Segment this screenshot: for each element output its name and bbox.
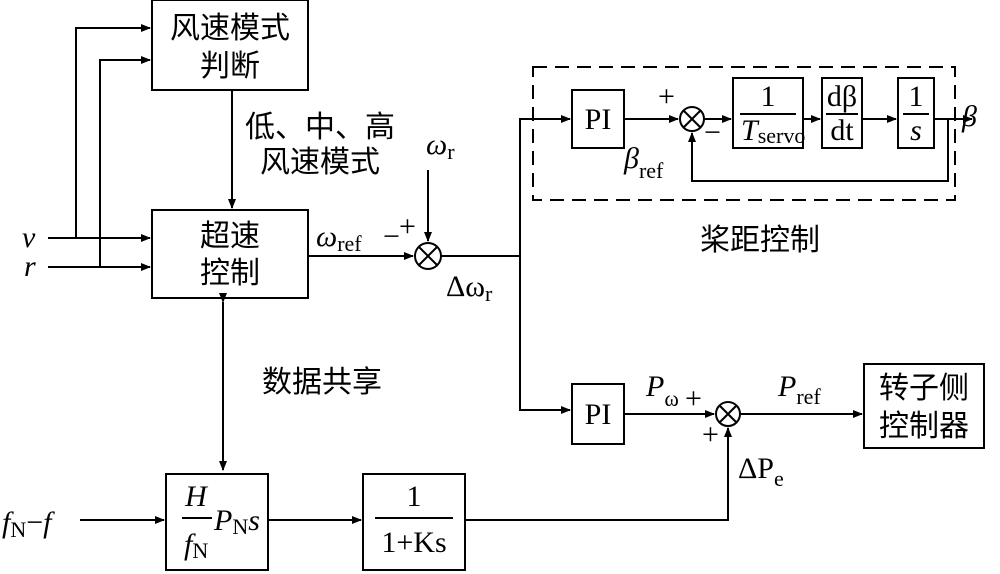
delta-pe-label: ΔPe (738, 452, 784, 491)
wind-mode-label-1: 风速模式 (170, 11, 290, 46)
deriv-den: dt (830, 114, 854, 147)
integrator-num: 1 (909, 80, 924, 113)
rotor-ctrl-label-1: 转子侧 (879, 371, 969, 406)
rotor-side-controller-block: 转子侧 控制器 (863, 363, 985, 449)
pi-pitch-block: PI (571, 89, 625, 149)
p-ref-label: Pref (777, 370, 821, 409)
inertia-num: H (184, 480, 209, 513)
summer-pitch (679, 106, 705, 132)
pitch-control-frame (532, 66, 956, 201)
plus-speed: + (399, 210, 416, 243)
v-to-mode-line (75, 24, 151, 238)
integrator-block: 1 s (897, 77, 935, 149)
deriv-num: dβ (827, 80, 857, 113)
to-pi-pitch-line (519, 115, 571, 410)
summer-speed (414, 242, 442, 270)
mode-label-1: 低、中、高 (245, 110, 395, 145)
pitch-feedback-line (688, 119, 949, 182)
inertia-block: H fN PNs (165, 473, 269, 571)
omega-r-label: ωr (426, 128, 455, 164)
wind-mode-label-2: 判断 (200, 49, 260, 84)
to-pi-power-line (519, 256, 571, 414)
pi-power-label: PI (585, 398, 612, 431)
r-label: r (24, 250, 36, 283)
overspeed-label-1: 超速 (200, 219, 260, 254)
lowpass-num: 1 (407, 480, 422, 513)
pitch-control-title: 桨距控制 (700, 223, 820, 258)
derivative-block: dβ dt (821, 77, 863, 149)
pi-pitch-label: PI (585, 103, 612, 136)
plus-pitch: + (658, 80, 675, 113)
delta-omega-label: Δωr (446, 270, 493, 306)
servo-block: 1 Tservo (732, 77, 805, 149)
pi-power-block: PI (571, 383, 625, 445)
rotor-ctrl-label-2: 控制器 (879, 409, 969, 444)
delta-pe-line (465, 427, 732, 521)
beta-ref-label: βref (623, 142, 664, 183)
plus-power-bottom: + (702, 418, 719, 451)
data-share-label: 数据共享 (262, 365, 382, 400)
r-to-mode-line (99, 56, 151, 267)
beta-label: β (961, 100, 977, 133)
minus-speed: − (383, 220, 400, 253)
overspeed-label-2: 控制 (200, 256, 260, 291)
servo-den: Tservo (741, 114, 805, 148)
v-label: v (22, 221, 36, 254)
inertia-tail: PNs (213, 504, 260, 539)
plus-power-top: + (685, 382, 702, 415)
p-omega-label: Pω (645, 370, 679, 411)
lowpass-den: 1+Ks (381, 526, 446, 559)
mode-label-2: 风速模式 (260, 145, 380, 180)
minus-pitch: − (704, 116, 721, 149)
servo-num: 1 (761, 80, 776, 113)
fn-f-label: fN−f (2, 506, 55, 542)
integrator-den: s (910, 114, 922, 147)
wind-mode-block: 风速模式 判断 (151, 0, 309, 91)
lowpass-block: 1 1+Ks (362, 473, 466, 571)
summer-power (715, 401, 741, 427)
overspeed-control-block: 超速 控制 (151, 209, 309, 299)
omega-ref-label: ωref (316, 220, 362, 256)
